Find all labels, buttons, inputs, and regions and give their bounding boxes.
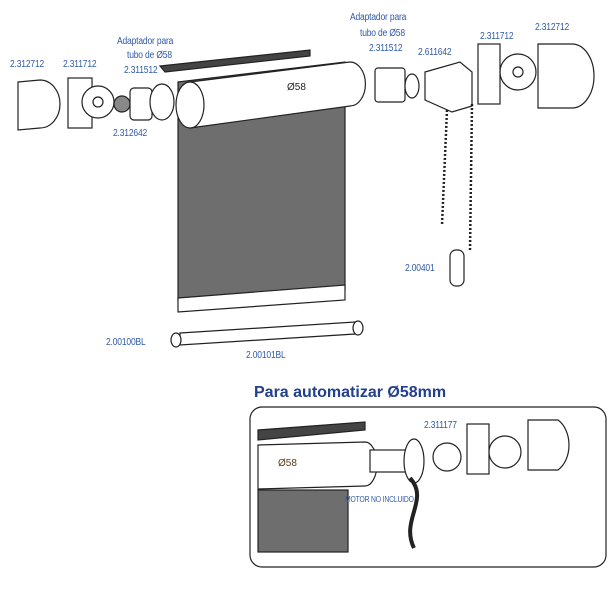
end-cap-left-icon xyxy=(17,79,61,131)
motor-cable xyxy=(408,476,420,549)
bracket-right-icon xyxy=(477,43,501,105)
inset-end-cap-icon xyxy=(527,419,570,471)
label-adapter-right-code: 2.311512 xyxy=(369,43,403,54)
adapter-right-icon xyxy=(374,67,406,103)
inset-bracket-icon xyxy=(466,423,490,475)
bottom-bar xyxy=(179,321,356,346)
label-adapter-left-title-2: tubo de Ø58 xyxy=(127,50,172,61)
inset-headrail xyxy=(257,421,366,441)
inset-title: Para automatizar Ø58mm xyxy=(254,384,447,401)
label-end-cap-right: 2.312712 xyxy=(535,22,570,33)
bottom-cap-left-icon xyxy=(170,332,182,348)
motor-plate-icon xyxy=(432,442,462,472)
label-chain-weight: 2.00401 xyxy=(405,263,435,274)
roller-tube xyxy=(189,61,366,129)
label-bottom-bar: 2.00101BL xyxy=(246,350,286,361)
inset-tube-diameter-label: Ø58 xyxy=(278,458,297,469)
bottom-cap-right-icon xyxy=(352,320,364,336)
label-bottom-bar-cap: 2.00100BL xyxy=(106,337,146,348)
inset-box xyxy=(249,406,607,568)
label-idler: 2.312642 xyxy=(113,128,148,139)
end-cap-right-icon xyxy=(537,43,595,109)
clutch-icon xyxy=(424,61,473,113)
inset-tube xyxy=(257,441,378,490)
fabric-bottom-roll xyxy=(177,284,346,313)
label-bracket-left: 2.311712 xyxy=(63,59,97,70)
chain-weight-icon xyxy=(449,249,465,287)
label-adapter-right-title-1: Adaptador para xyxy=(350,12,407,23)
label-adapter-right-title-2: tubo de Ø58 xyxy=(360,28,405,39)
headrail xyxy=(158,49,311,73)
label-bracket-right: 2.311712 xyxy=(480,31,514,42)
label-adapter-left-code: 2.311512 xyxy=(124,65,158,76)
idler-left-icon xyxy=(113,95,131,113)
label-clutch: 2.611642 xyxy=(418,47,452,58)
label-adapter-left-title-1: Adaptador para xyxy=(117,36,174,47)
tube-diameter-label: Ø58 xyxy=(287,82,306,93)
chain-icon xyxy=(440,103,474,251)
motor-not-included-note: MOTOR NO INCLUIDO xyxy=(345,495,414,504)
tube-opening xyxy=(175,81,205,129)
label-end-cap-left: 2.312712 xyxy=(10,59,45,70)
label-motor-plate: 2.311177 xyxy=(424,420,457,431)
inset-fabric xyxy=(257,489,349,553)
adapter-left-icon xyxy=(129,87,153,121)
